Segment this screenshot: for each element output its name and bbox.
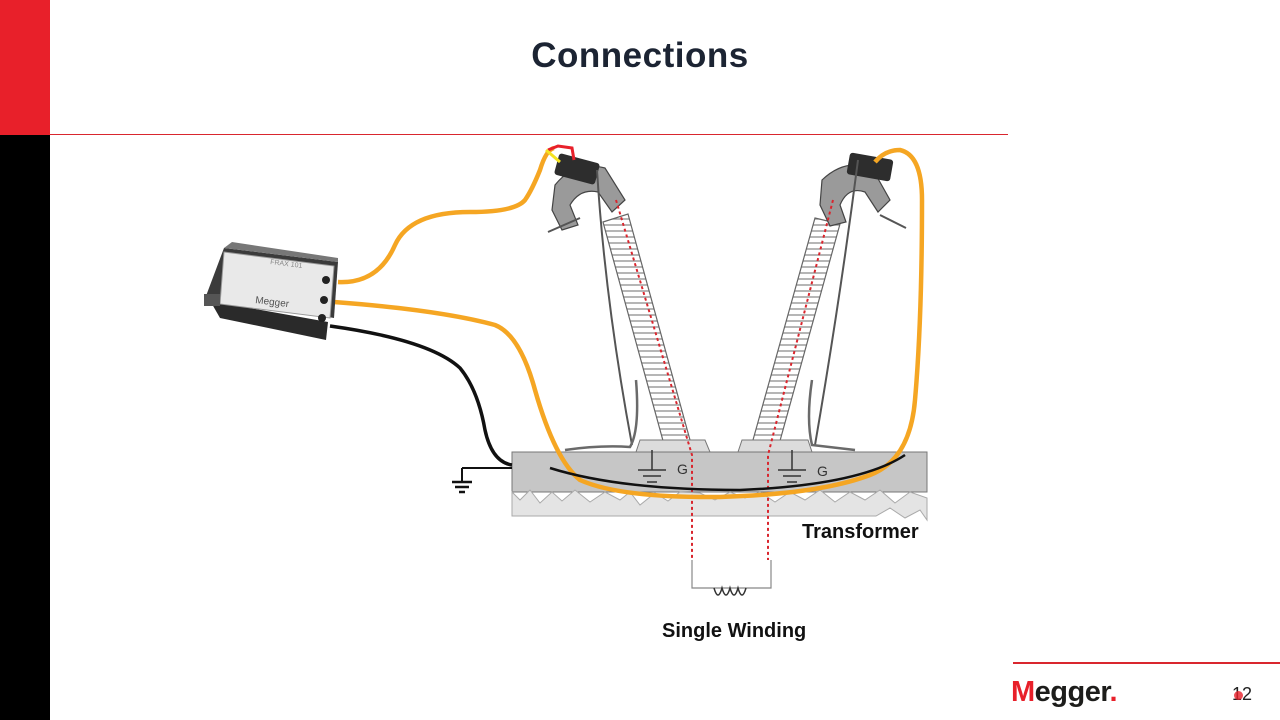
ground-lead-left [564, 379, 639, 452]
cable-tank-black [549, 453, 906, 492]
cable-source-to-bushing-left [337, 145, 555, 285]
winding-conductor [615, 199, 834, 596]
title-divider [50, 134, 1008, 135]
cable-yellow-clip [545, 148, 561, 164]
ground-label-left: G [677, 461, 688, 477]
slide-title: Connections [531, 36, 749, 75]
ground-lead-right [807, 379, 856, 452]
bushing-left [547, 153, 711, 453]
pointer-marker-icon [1234, 691, 1243, 700]
ground-label-right: G [817, 463, 828, 479]
frax-device: FRAX 101 Megger [204, 242, 338, 340]
cable-red-clip [547, 144, 576, 161]
transformer-tank [511, 451, 928, 522]
left-accent-red [0, 0, 50, 135]
device-model-text: FRAX 101 [270, 259, 303, 270]
ground-symbol-right: G [778, 450, 828, 483]
footer-divider [1013, 662, 1280, 664]
coil-symbol [713, 585, 747, 596]
megger-logo: Megger. [1011, 676, 1118, 708]
ground-icon [452, 468, 472, 494]
left-accent-black [0, 135, 50, 720]
cable-measure-to-bushing-right [333, 147, 925, 500]
cable-ground-black [329, 324, 513, 467]
transformer-label: Transformer [802, 521, 919, 543]
single-winding-label: Single Winding [662, 620, 807, 642]
device-brand-text: Megger [255, 295, 291, 310]
ground-symbol-left: G [638, 450, 688, 483]
page-number: 12 [1232, 684, 1252, 705]
bushing-right [737, 152, 907, 453]
